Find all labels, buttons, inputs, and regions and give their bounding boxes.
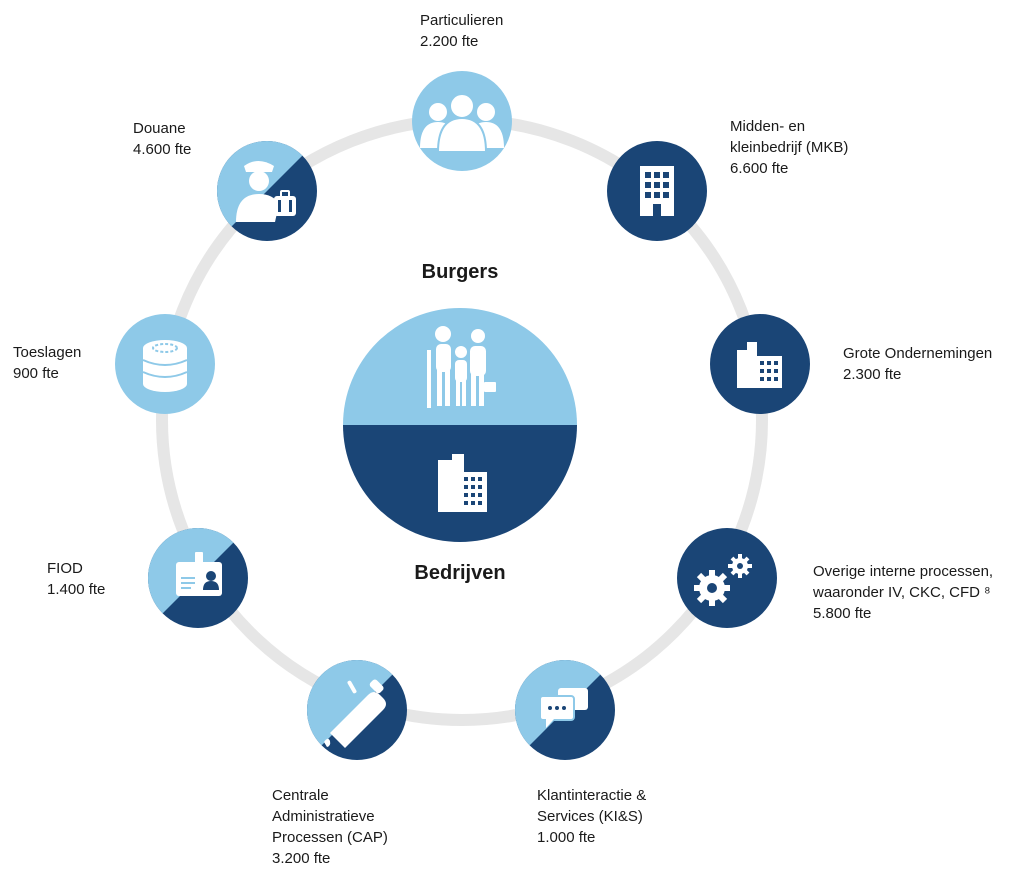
label-particulieren: Particulieren 2.200 fte xyxy=(420,10,503,52)
node-klantinteractie xyxy=(515,660,615,760)
office-building-icon xyxy=(640,166,674,216)
label-line: Processen (CAP) xyxy=(272,829,388,846)
label-line: FIOD xyxy=(47,560,83,577)
coins-icon xyxy=(142,340,188,392)
label-grote-ondernemingen: Grote Ondernemingen 2.300 fte xyxy=(843,343,992,385)
label-fiod: FIOD 1.400 fte xyxy=(47,558,105,600)
label-line: 2.300 fte xyxy=(843,366,902,383)
node-cap xyxy=(307,660,407,760)
label-line: Centrale xyxy=(272,787,329,804)
chat-bubbles-icon xyxy=(539,688,588,728)
gears-icon xyxy=(694,554,752,606)
node-toeslagen xyxy=(115,314,215,414)
label-line: Grote Ondernemingen xyxy=(843,345,993,362)
customs-officer-icon xyxy=(236,161,296,222)
label-line: 6.600 fte xyxy=(730,160,789,177)
label-klantinteractie: Klantinteractie & Services (KI&S) 1.000 … xyxy=(537,785,646,848)
label-line: 2.200 fte xyxy=(420,33,479,50)
id-badge-icon xyxy=(176,552,222,596)
label-line: Particulieren xyxy=(420,12,504,29)
label-line: 900 fte xyxy=(13,365,59,382)
label-line: 3.200 fte xyxy=(272,850,331,867)
label-line: Douane xyxy=(133,120,186,137)
label-overige: Overige interne processen, waaronder IV,… xyxy=(813,561,993,624)
people-icon xyxy=(420,93,504,153)
label-line: Midden- en xyxy=(730,118,806,135)
node-overige xyxy=(677,528,777,628)
buildings-icon xyxy=(438,454,487,512)
node-mkb xyxy=(607,141,707,241)
buildings-small-icon xyxy=(737,342,782,388)
node-particulieren xyxy=(412,71,512,171)
label-line: Toeslagen xyxy=(13,344,82,361)
label-line: 5.800 fte xyxy=(813,605,872,622)
label-line: Administratieve xyxy=(272,808,375,825)
center-top-label: Burgers xyxy=(421,261,499,283)
node-douane xyxy=(217,141,317,241)
label-line: Klantinteractie & xyxy=(537,787,647,804)
label-line: waaronder IV, CKC, CFD ⁸ xyxy=(813,584,991,601)
pipette-icon xyxy=(324,679,386,748)
node-fiod xyxy=(148,528,248,628)
label-mkb: Midden- en kleinbedrijf (MKB) 6.600 fte xyxy=(730,116,848,179)
label-cap: Centrale Administratieve Processen (CAP)… xyxy=(272,785,388,869)
label-line: 1.400 fte xyxy=(47,581,106,598)
node-grote-ondernemingen xyxy=(710,314,810,414)
label-line: Overige interne processen, xyxy=(813,563,994,580)
family-icon xyxy=(427,326,496,408)
label-line: 1.000 fte xyxy=(537,829,596,846)
label-toeslagen: Toeslagen 900 fte xyxy=(13,342,81,384)
center-bottom-label: Bedrijven xyxy=(414,562,506,584)
label-douane: Douane 4.600 fte xyxy=(133,118,191,160)
label-line: 4.600 fte xyxy=(133,141,192,158)
label-line: kleinbedrijf (MKB) xyxy=(730,139,849,156)
label-line: Services (KI&S) xyxy=(537,808,643,825)
